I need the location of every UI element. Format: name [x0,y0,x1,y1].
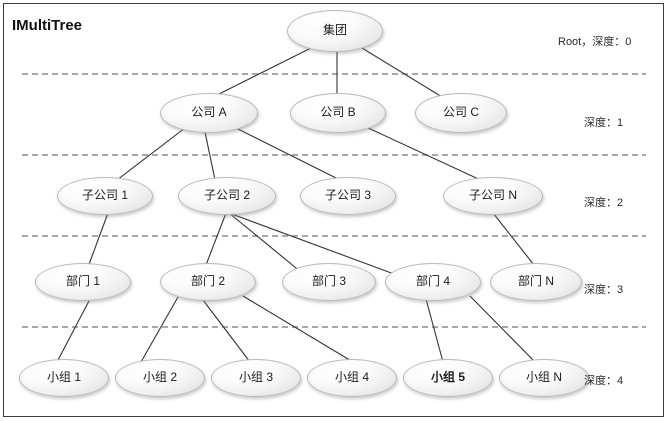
tree-node-label: 小组 5 [430,370,465,384]
tree-node-comp-a[interactable]: 公司 A [160,93,258,133]
tree-node-group[interactable]: 集团 [287,10,383,52]
tree-node-label: 部门 N [517,274,554,288]
tree-node-team-n[interactable]: 小组 N [499,359,589,397]
tree-node-sub-1[interactable]: 子公司 1 [57,177,153,215]
tree-node-team-1[interactable]: 小组 1 [19,359,109,397]
tree-node-label: 子公司 2 [203,188,250,202]
tree-node-sub-3[interactable]: 子公司 3 [300,177,396,215]
tree-node-comp-c[interactable]: 公司 C [415,93,507,133]
tree-node-label: 子公司 N [468,188,517,202]
tree-node-label: 部门 2 [190,274,225,288]
tree-node-sub-n[interactable]: 子公司 N [443,177,543,215]
depth-label-4: 深度：4 [584,375,624,387]
tree-node-label: 公司 C [442,105,479,119]
tree-node-label: 小组 N [525,370,562,384]
tree-node-team-3[interactable]: 小组 3 [211,359,301,397]
tree-node-team-5[interactable]: 小组 5 [403,359,493,397]
depth-label-2: 深度：2 [584,197,624,209]
tree-node-label: 集团 [322,23,347,37]
tree-node-label: 小组 4 [334,370,369,384]
tree-node-label: 部门 4 [415,274,450,288]
tree-node-comp-b[interactable]: 公司 B [290,93,386,133]
page-title: IMultiTree [12,17,83,34]
tree-node-dept-n[interactable]: 部门 N [490,263,582,301]
tree-node-label: 小组 3 [238,370,273,384]
tree-node-dept-2[interactable]: 部门 2 [160,263,256,301]
tree-node-label: 小组 1 [46,370,81,384]
tree-node-label: 公司 B [320,105,356,119]
tree-node-label: 部门 3 [311,274,346,288]
tree-node-label: 公司 A [191,105,227,119]
depth-label-1: 深度：1 [584,117,624,129]
tree-node-label: 子公司 3 [324,188,371,202]
tree-node-dept-3[interactable]: 部门 3 [282,263,376,301]
tree-node-label: 子公司 1 [81,188,128,202]
tree-node-dept-4[interactable]: 部门 4 [385,263,481,301]
tree-node-team-2[interactable]: 小组 2 [115,359,205,397]
depth-label-3: 深度：3 [584,284,624,296]
tree-node-sub-2[interactable]: 子公司 2 [178,177,276,215]
tree-node-team-4[interactable]: 小组 4 [307,359,397,397]
tree-node-label: 小组 2 [142,370,177,384]
depth-label-0: Root，深度：0 [558,36,632,48]
tree-node-dept-1[interactable]: 部门 1 [35,263,131,301]
tree-node-label: 部门 1 [65,274,100,288]
